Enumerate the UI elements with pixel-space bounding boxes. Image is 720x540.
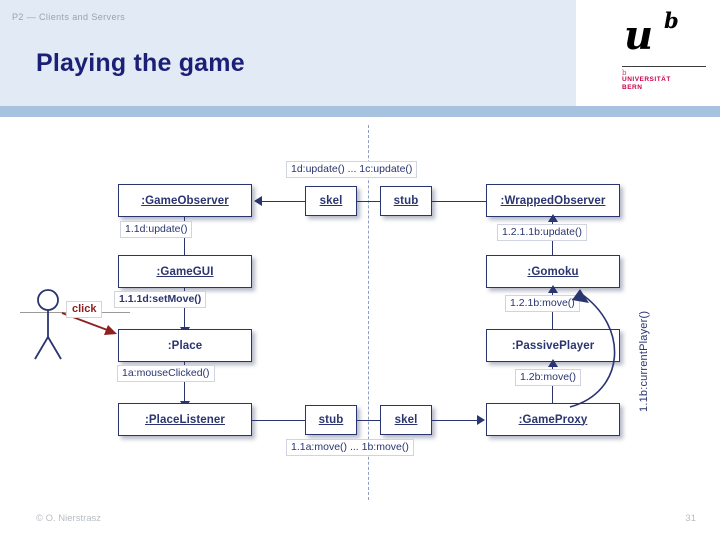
node-stub-top[interactable]: stub [380, 186, 432, 216]
node-skel-top[interactable]: skel [305, 186, 357, 216]
node-game-proxy[interactable]: :GameProxy [486, 403, 620, 436]
collaboration-diagram: 1d:update() ... 1c:update() :GameObserve… [0, 117, 720, 502]
message-label-wrapped-to-gomoku: 1.2.1.1b:update() [497, 224, 587, 241]
logo-wordmark: UNIVERSITÄT BERN [622, 76, 671, 92]
link-skel-to-proxy [432, 420, 478, 421]
arrowhead-into-game-observer [254, 196, 262, 206]
breadcrumb: P2 — Clients and Servers [12, 12, 126, 22]
network-boundary-dashed-line [368, 125, 369, 500]
message-label-observer-to-gui: 1.1d:update() [120, 221, 193, 238]
message-label-gomoku-to-passive: 1.2.1b:move() [505, 295, 580, 312]
node-stub-bottom[interactable]: stub [305, 405, 357, 435]
node-gomoku[interactable]: :Gomoku [486, 255, 620, 288]
link-stub-to-skel [357, 420, 380, 421]
logo-panel [576, 0, 720, 106]
logo-wordmark-line2: BERN [622, 84, 643, 91]
link-place-to-listener [184, 362, 185, 404]
message-label-top-center: 1d:update() ... 1c:update() [286, 161, 418, 178]
arrowhead-into-gomoku [548, 285, 558, 293]
footer-copyright: © O. Nierstrasz [36, 513, 102, 524]
actor-stick-figure [34, 289, 62, 360]
university-bern-logo: u b b UNIVERSITÄT BERN [590, 10, 706, 96]
arrowhead-into-game-proxy [477, 415, 485, 425]
logo-tick-mark: b [622, 69, 627, 77]
logo-letter-u: u [624, 12, 654, 59]
link-stub-to-wrapped [432, 201, 486, 202]
logo-wordmark-line1: UNIVERSITÄT [622, 76, 671, 83]
link-skel-to-observer [262, 201, 305, 202]
node-game-gui[interactable]: :GameGUI [118, 255, 252, 288]
arrowhead-into-passive-player [548, 359, 558, 367]
message-label-bottom-center: 1.1a:move() ... 1b:move() [286, 439, 414, 456]
curved-link-proxy-to-gomoku [569, 289, 616, 408]
link-skel-to-stub [357, 201, 380, 202]
link-listener-to-stub [252, 420, 305, 421]
node-wrapped-observer[interactable]: :WrappedObserver [486, 184, 620, 217]
logo-exponent-b: b [664, 8, 679, 33]
node-game-observer[interactable]: :GameObserver [118, 184, 252, 217]
node-place[interactable]: :Place [118, 329, 252, 362]
arrowhead-into-wrapped-observer [548, 214, 558, 222]
page-title: Playing the game [36, 49, 245, 77]
message-label-place-to-listener: 1a:mouseClicked() [117, 365, 215, 382]
logo-divider [622, 66, 706, 67]
node-skel-bottom[interactable]: skel [380, 405, 432, 435]
footer-page-number: 31 [685, 513, 696, 524]
click-arrow [61, 312, 117, 335]
message-label-gui-to-place: 1.1.1d:setMove() [114, 291, 207, 308]
header-divider-rule [0, 106, 720, 117]
link-gui-to-place [184, 288, 185, 330]
message-label-passive-to-proxy: 1.2b:move() [515, 369, 582, 386]
node-place-listener[interactable]: :PlaceListener [118, 403, 252, 436]
link-observer-to-gui [184, 217, 185, 260]
click-action-label: click [66, 301, 103, 318]
